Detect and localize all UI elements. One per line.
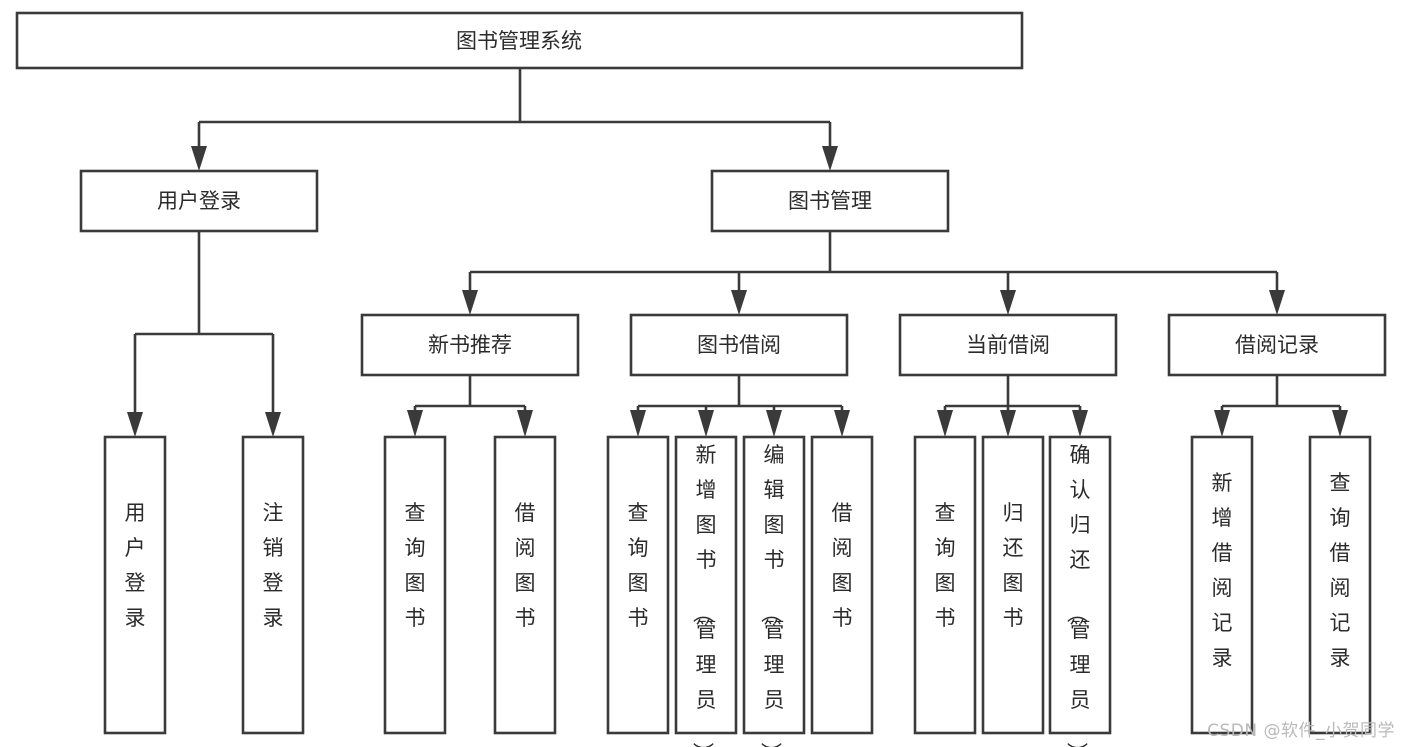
node-leaf-return-book-label: 归还图书 bbox=[1003, 501, 1024, 630]
node-leaf-add-record-label: 新增借阅记录 bbox=[1212, 471, 1233, 670]
node-current-borrow[interactable]: 当前借阅 bbox=[898, 313, 1118, 377]
node-user-login-label: 用户登录 bbox=[157, 189, 241, 213]
arrow-head-new-book-recommend bbox=[462, 290, 478, 315]
arrow-head-leaf-borrow-book-2 bbox=[834, 410, 850, 437]
node-leaf-add-record[interactable]: 新增借阅记录 bbox=[1190, 435, 1254, 735]
node-leaf-edit-book-box[interactable] bbox=[742, 435, 806, 735]
node-leaf-borrow-book-1[interactable]: 借阅图书 bbox=[493, 435, 557, 735]
arrow-head-leaf-query-record bbox=[1332, 410, 1348, 437]
node-leaf-user-login-box[interactable] bbox=[103, 435, 167, 735]
arrow-head-leaf-query-book-1 bbox=[407, 410, 423, 437]
arrow-head-leaf-user-login bbox=[127, 412, 143, 437]
node-user-login[interactable]: 用户登录 bbox=[79, 169, 319, 233]
node-leaf-query-record[interactable]: 查询借阅记录 bbox=[1308, 435, 1372, 735]
node-book-borrow-box[interactable] bbox=[629, 313, 849, 377]
node-book-borrow-label: 图书借阅 bbox=[697, 333, 781, 357]
node-leaf-query-book-3-label: 查询图书 bbox=[935, 501, 956, 630]
node-leaf-borrow-book-2-box[interactable] bbox=[810, 435, 874, 735]
node-leaf-query-book-1-label: 查询图书 bbox=[405, 501, 426, 630]
node-book-borrow[interactable]: 图书借阅 bbox=[629, 313, 849, 377]
node-current-borrow-box[interactable] bbox=[898, 313, 1118, 377]
arrow-head-leaf-query-book-3 bbox=[937, 410, 953, 437]
node-leaf-query-book-2[interactable]: 查询图书 bbox=[606, 435, 670, 735]
arrow-head-borrow-record bbox=[1269, 290, 1285, 315]
node-book-manage-box[interactable] bbox=[710, 169, 950, 233]
node-leaf-user-logout-box[interactable] bbox=[241, 435, 305, 735]
csdn-watermark: CSDN @软件_小贺同学 bbox=[1207, 721, 1395, 741]
arrow-head-leaf-user-logout bbox=[265, 412, 281, 437]
arrow-head-leaf-borrow-book-1 bbox=[517, 410, 533, 437]
node-leaf-add-book[interactable]: 新增图书（管理员） bbox=[674, 435, 738, 747]
node-book-manage[interactable]: 图书管理 bbox=[710, 169, 950, 233]
node-leaf-confirm-return-label: 确认归还（管理员） bbox=[1065, 443, 1091, 747]
node-root[interactable]: 图书管理系统 bbox=[15, 11, 1024, 70]
node-leaf-user-logout-label: 注销登录 bbox=[263, 501, 284, 630]
node-leaf-borrow-book-2[interactable]: 借阅图书 bbox=[810, 435, 874, 735]
arrow-head-leaf-add-record bbox=[1214, 410, 1230, 437]
arrow-head-book-manage bbox=[822, 146, 838, 171]
node-leaf-edit-book-label: 编辑图书（管理员） bbox=[759, 443, 785, 747]
node-root-box[interactable] bbox=[15, 11, 1024, 70]
arrow-head-book-borrow bbox=[731, 290, 747, 315]
node-leaf-borrow-book-1-label: 借阅图书 bbox=[515, 501, 536, 630]
node-leaf-return-book[interactable]: 归还图书 bbox=[981, 435, 1045, 735]
node-leaf-borrow-book-2-label: 借阅图书 bbox=[832, 501, 853, 630]
node-new-book-recommend-label: 新书推荐 bbox=[428, 333, 512, 357]
node-borrow-record-box[interactable] bbox=[1167, 313, 1387, 377]
node-leaf-user-login[interactable]: 用户登录 bbox=[103, 435, 167, 735]
node-leaf-query-book-3-box[interactable] bbox=[913, 435, 977, 735]
arrow-head-leaf-edit-book bbox=[766, 410, 782, 437]
node-leaf-query-book-2-box[interactable] bbox=[606, 435, 670, 735]
node-leaf-add-record-box[interactable] bbox=[1190, 435, 1254, 735]
arrow-head-current-borrow bbox=[1000, 290, 1016, 315]
node-new-book-recommend[interactable]: 新书推荐 bbox=[360, 313, 580, 377]
node-leaf-add-book-box[interactable] bbox=[674, 435, 738, 735]
connector-layer bbox=[127, 68, 1348, 437]
node-leaf-edit-book[interactable]: 编辑图书（管理员） bbox=[742, 435, 806, 747]
node-new-book-recommend-box[interactable] bbox=[360, 313, 580, 377]
arrow-head-leaf-return-book bbox=[1000, 410, 1016, 437]
node-leaf-add-book-label: 新增图书（管理员） bbox=[691, 443, 717, 747]
node-current-borrow-label: 当前借阅 bbox=[966, 333, 1050, 357]
node-leaf-user-logout[interactable]: 注销登录 bbox=[241, 435, 305, 735]
node-leaf-confirm-return-box[interactable] bbox=[1048, 435, 1112, 735]
node-book-manage-label: 图书管理 bbox=[788, 189, 872, 213]
node-leaf-confirm-return[interactable]: 确认归还（管理员） bbox=[1048, 435, 1112, 747]
node-user-login-box[interactable] bbox=[79, 169, 319, 233]
arrow-head-leaf-add-book bbox=[698, 410, 714, 437]
node-root-label: 图书管理系统 bbox=[456, 29, 582, 53]
node-borrow-record[interactable]: 借阅记录 bbox=[1167, 313, 1387, 377]
node-leaf-return-book-box[interactable] bbox=[981, 435, 1045, 735]
node-leaf-query-record-label: 查询借阅记录 bbox=[1330, 471, 1351, 670]
arrow-head-user-login bbox=[191, 146, 207, 171]
node-leaf-borrow-book-1-box[interactable] bbox=[493, 435, 557, 735]
node-leaf-query-book-1[interactable]: 查询图书 bbox=[383, 435, 447, 735]
arrow-head-leaf-confirm-return bbox=[1072, 410, 1088, 437]
arrow-head-leaf-query-book-2 bbox=[630, 410, 646, 437]
node-leaf-query-record-box[interactable] bbox=[1308, 435, 1372, 735]
node-leaf-user-login-label: 用户登录 bbox=[125, 501, 146, 630]
node-borrow-record-label: 借阅记录 bbox=[1235, 333, 1319, 357]
node-leaf-query-book-1-box[interactable] bbox=[383, 435, 447, 735]
node-leaf-query-book-3[interactable]: 查询图书 bbox=[913, 435, 977, 735]
node-leaf-query-book-2-label: 查询图书 bbox=[628, 501, 649, 630]
